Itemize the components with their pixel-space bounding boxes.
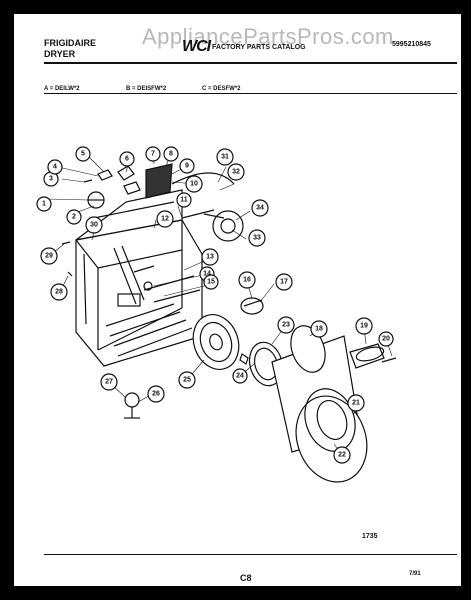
svg-text:25: 25 <box>183 377 191 384</box>
svg-text:18: 18 <box>315 326 323 333</box>
svg-text:32: 32 <box>232 169 240 176</box>
svg-text:22: 22 <box>338 452 346 459</box>
callout-31: 31 <box>216 148 234 166</box>
svg-text:1: 1 <box>42 201 46 208</box>
svg-text:4: 4 <box>53 164 57 171</box>
model-a: A = DEILW*2 <box>44 86 80 92</box>
callout-15: 15 <box>203 274 219 290</box>
svg-text:29: 29 <box>45 253 53 260</box>
svg-text:30: 30 <box>90 222 98 229</box>
svg-text:3: 3 <box>49 176 53 183</box>
callout-22: 22 <box>333 446 351 464</box>
callout-4: 4 <box>47 159 63 175</box>
svg-text:16: 16 <box>243 277 251 284</box>
callout-24: 24 <box>232 368 248 384</box>
watermark: AppliancePartsPros.com <box>142 24 394 49</box>
callout-29: 29 <box>40 247 58 265</box>
svg-text:2: 2 <box>72 214 76 221</box>
callout-1: 1 <box>36 196 52 212</box>
callout-33: 33 <box>248 229 266 247</box>
cabinet-drawing <box>61 163 397 483</box>
svg-text:7: 7 <box>151 151 155 158</box>
figure-id: 1735 <box>362 533 378 540</box>
svg-text:5: 5 <box>81 151 85 158</box>
callout-6: 6 <box>119 151 135 167</box>
callout-30: 30 <box>85 216 103 234</box>
callout-12: 12 <box>156 210 174 228</box>
svg-text:13: 13 <box>206 254 214 261</box>
callout-28: 28 <box>50 283 68 301</box>
callout-balloons: 1 2 3 4 5 6 7 8 9 10 11 12 13 14 15 16 1… <box>36 146 394 464</box>
svg-text:31: 31 <box>221 154 229 161</box>
svg-text:6: 6 <box>125 156 129 163</box>
callout-25: 25 <box>178 371 196 389</box>
callout-34: 34 <box>251 199 269 217</box>
svg-text:11: 11 <box>180 197 188 204</box>
callout-16: 16 <box>238 271 256 289</box>
revision-date: 7/91 <box>409 571 421 577</box>
model-c: C = DESFW*2 <box>202 86 241 92</box>
callout-17: 17 <box>275 273 293 291</box>
callout-10: 10 <box>185 175 203 193</box>
catalog-logo: WCI <box>182 38 211 55</box>
callout-9: 9 <box>179 158 195 174</box>
callout-18: 18 <box>310 320 328 338</box>
svg-text:9: 9 <box>185 163 189 170</box>
callout-19: 19 <box>355 317 373 335</box>
svg-text:12: 12 <box>161 216 169 223</box>
svg-text:8: 8 <box>169 151 173 158</box>
brand-block: FRIGIDAIRE DRYER <box>44 38 96 60</box>
svg-text:24: 24 <box>236 373 244 380</box>
callout-5: 5 <box>75 146 91 162</box>
page-number: C8 <box>240 573 252 583</box>
svg-text:20: 20 <box>382 336 390 343</box>
catalog-title: FACTORY PARTS CATALOG <box>212 44 306 51</box>
callout-20: 20 <box>378 331 394 347</box>
callout-21: 21 <box>347 394 365 412</box>
callout-26: 26 <box>147 385 165 403</box>
svg-text:33: 33 <box>253 235 261 242</box>
svg-text:27: 27 <box>105 379 113 386</box>
svg-text:23: 23 <box>282 322 290 329</box>
callout-13: 13 <box>201 248 219 266</box>
callout-7: 7 <box>145 146 161 162</box>
model-b: B = DEISFW*2 <box>126 86 167 92</box>
exploded-parts-diagram: 1 2 3 4 5 6 7 8 9 10 11 12 13 14 15 16 1… <box>36 146 397 483</box>
svg-text:19: 19 <box>360 323 368 330</box>
svg-text:10: 10 <box>190 181 198 188</box>
svg-text:15: 15 <box>207 279 215 286</box>
callout-23: 23 <box>277 316 295 334</box>
models-rule <box>44 93 457 94</box>
callout-11: 11 <box>176 192 192 208</box>
callout-32: 32 <box>227 163 245 181</box>
catalog-number: 5995210845 <box>392 41 431 48</box>
svg-text:34: 34 <box>256 205 264 212</box>
svg-text:28: 28 <box>55 289 63 296</box>
brand-name: FRIGIDAIRE <box>44 38 97 48</box>
svg-text:21: 21 <box>352 400 360 407</box>
product-type: DRYER <box>44 49 76 59</box>
callout-8: 8 <box>163 146 179 162</box>
footer-rule <box>44 554 457 555</box>
callout-2: 2 <box>66 209 82 225</box>
svg-text:26: 26 <box>152 391 160 398</box>
parts-catalog-page: AppliancePartsPros.com FRIGIDAIRE DRYER … <box>14 14 461 586</box>
callout-27: 27 <box>100 373 118 391</box>
header-rule <box>44 62 457 64</box>
svg-text:17: 17 <box>280 279 288 286</box>
svg-text:14: 14 <box>203 271 211 278</box>
